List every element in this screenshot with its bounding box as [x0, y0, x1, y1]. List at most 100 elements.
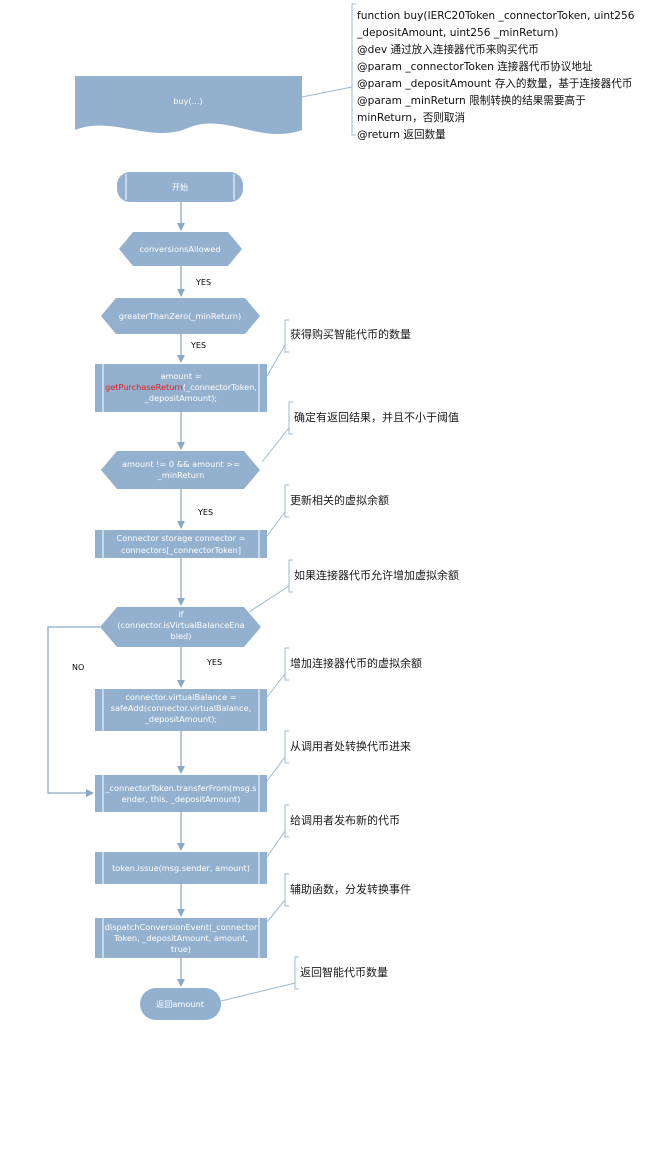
- amount-assign-line-3: _depositAmount);: [144, 393, 217, 403]
- buy-document-node: buy(...): [75, 76, 302, 135]
- token-issue-node: token.issue(msg.sender, amount): [95, 852, 267, 884]
- note-if-allow-virtual: 如果连接器代币允许增加虚拟余额: [248, 559, 459, 613]
- greater-than-zero-label: greaterThanZero(_minReturn): [119, 311, 241, 321]
- function-doc-comment: function buy(IERC20Token _connectorToken…: [351, 3, 635, 141]
- amount-check-shape: [101, 451, 260, 489]
- transfer-from-shape: [95, 775, 267, 812]
- amount-assign-line-2: getPurchaseReturn(_connectorToken,: [105, 382, 257, 392]
- note-issue-new-text: 给调用者发布新的代币: [290, 813, 400, 827]
- amount-check-line-2: _minReturn: [157, 470, 205, 480]
- dispatch-event-shape: [95, 918, 267, 958]
- conversions-allowed-node: conversionsAllowed: [119, 232, 242, 266]
- note-leader: [266, 899, 286, 923]
- flow-no-branch: [47, 626, 100, 797]
- note-leader: [266, 673, 286, 698]
- amount-assign-shape: [95, 364, 267, 412]
- dispatch-event-node: dispatchConversionEvent(_connector Token…: [95, 918, 267, 958]
- no-label: NO: [72, 663, 84, 672]
- virtual-balance-line-1: connector.virtualBalance =: [125, 692, 236, 702]
- note-add-virtual-text: 增加连接器代币的虚拟余额: [290, 656, 422, 670]
- yes-label-4: YES: [206, 658, 222, 667]
- get-purchase-return-func: getPurchaseReturn: [105, 382, 183, 392]
- note-update-virtual: 更新相关的虚拟余额: [266, 484, 389, 537]
- connector-storage-node: Connector storage connector = connectors…: [95, 530, 267, 558]
- note-get-amount-text: 获得购买智能代币的数量: [290, 327, 411, 341]
- dispatch-event-line-3: true): [171, 944, 191, 954]
- if-virtual-balance-node: if (connector.isVirtualBalanceEna bled): [100, 607, 261, 647]
- if-virtual-balance-line-3: bled): [171, 631, 192, 641]
- virtual-balance-line-2: safeAdd(connector.virtualBalance,: [111, 703, 252, 713]
- amount-check-line-1: amount != 0 && amount >=: [122, 459, 240, 469]
- note-check-result: 确定有返回结果，并且不小于阈值: [261, 401, 459, 463]
- start-node: 开始: [117, 172, 243, 202]
- note-leader: [261, 427, 290, 463]
- note-bracket: [284, 804, 289, 838]
- note-bracket: [288, 559, 293, 593]
- return-amount-shape: [140, 988, 221, 1020]
- note-bracket: [284, 873, 289, 907]
- amount-check-node: amount != 0 && amount >= _minReturn: [101, 451, 260, 489]
- dispatch-event-line-1: dispatchConversionEvent(_connector: [105, 922, 258, 932]
- if-virtual-balance-shape: [100, 607, 261, 647]
- virtual-balance-shape: [95, 689, 267, 731]
- buy-label: buy(...): [173, 96, 202, 106]
- note-bracket: [288, 401, 293, 435]
- virtual-balance-node: connector.virtualBalance = safeAdd(conne…: [95, 689, 267, 731]
- note-add-virtual: 增加连接器代币的虚拟余额: [266, 647, 422, 698]
- token-issue-shape: [95, 852, 267, 884]
- greater-than-zero-node: greaterThanZero(_minReturn): [101, 298, 260, 334]
- note-if-allow-virtual-text: 如果连接器代币允许增加虚拟余额: [294, 568, 459, 582]
- note-check-result-text: 确定有返回结果，并且不小于阈值: [294, 410, 459, 424]
- note-dispatch: 辅助函数，分发转换事件: [266, 873, 411, 923]
- virtual-balance-line-3: _depositAmount);: [144, 714, 217, 724]
- amount-assign-line-2-rest: (_connectorToken,: [183, 382, 257, 392]
- return-amount-node: 返回amount: [140, 988, 221, 1020]
- yes-label-2: YES: [190, 341, 206, 350]
- note-leader: [266, 756, 286, 782]
- note-return-count-text: 返回智能代币数量: [300, 965, 388, 979]
- amount-assign-line-1: amount =: [160, 371, 201, 381]
- yes-label-1: YES: [195, 278, 211, 287]
- return-amount-label: 返回amount: [156, 999, 205, 1009]
- amount-assign-node: amount = getPurchaseReturn(_connectorTok…: [95, 364, 267, 412]
- start-shape: [117, 172, 243, 202]
- greater-than-zero-shape: [101, 298, 260, 334]
- connector-storage-line-1: Connector storage connector =: [116, 533, 245, 543]
- note-leader: [248, 585, 290, 613]
- note-leader: [266, 830, 286, 858]
- note-bracket: [284, 647, 289, 681]
- note-bracket: [284, 484, 289, 518]
- doc-line-5: @param _depositAmount 存入的数量，基于连接器代币: [357, 77, 632, 90]
- transfer-from-line-2: ender, this, _depositAmount): [122, 794, 241, 804]
- if-virtual-balance-line-1: if: [178, 609, 184, 619]
- doc-line-8: @return 返回数量: [357, 128, 446, 141]
- note-dispatch-text: 辅助函数，分发转换事件: [290, 882, 411, 896]
- buy-document-shape: [75, 76, 302, 135]
- conversions-allowed-label: conversionsAllowed: [139, 244, 220, 254]
- note-get-amount: 获得购买智能代币的数量: [266, 319, 411, 377]
- doc-line-4: @param _connectorToken 连接器代币协议地址: [357, 60, 593, 73]
- start-label: 开始: [172, 182, 188, 192]
- note-transfer-in: 从调用者处转换代币进来: [266, 730, 411, 782]
- doc-line-6: @param _minReturn 限制转换的结果需要高于: [357, 94, 586, 107]
- note-leader: [266, 344, 286, 377]
- transfer-from-line-1: _connectorToken.transferFrom(msg.s: [104, 783, 256, 793]
- flow-connectors: [47, 202, 185, 987]
- note-bracket: [284, 730, 289, 764]
- connector-storage-shape: [95, 530, 267, 558]
- doc-line-7: minReturn，否则取消: [357, 111, 465, 124]
- dispatch-event-line-2: Token, _depositAmount, amount,: [113, 933, 248, 943]
- note-transfer-in-text: 从调用者处转换代币进来: [290, 739, 411, 753]
- note-leader: [266, 511, 286, 537]
- connector-storage-line-2: connectors[_connectorToken]: [121, 545, 241, 555]
- note-bracket: [294, 956, 299, 990]
- yes-label-3: YES: [197, 508, 213, 517]
- if-virtual-balance-line-2: (connector.isVirtualBalanceEna: [117, 620, 244, 630]
- note-leader: [220, 982, 296, 1002]
- doc-line-3: @dev 通过放入连接器代币来购买代币: [357, 43, 539, 56]
- doc-line-1: function buy(IERC20Token _connectorToken…: [357, 10, 635, 22]
- doc-leader-line: [301, 86, 353, 98]
- doc-bracket: [351, 3, 356, 136]
- token-issue-label: token.issue(msg.sender, amount): [112, 863, 250, 873]
